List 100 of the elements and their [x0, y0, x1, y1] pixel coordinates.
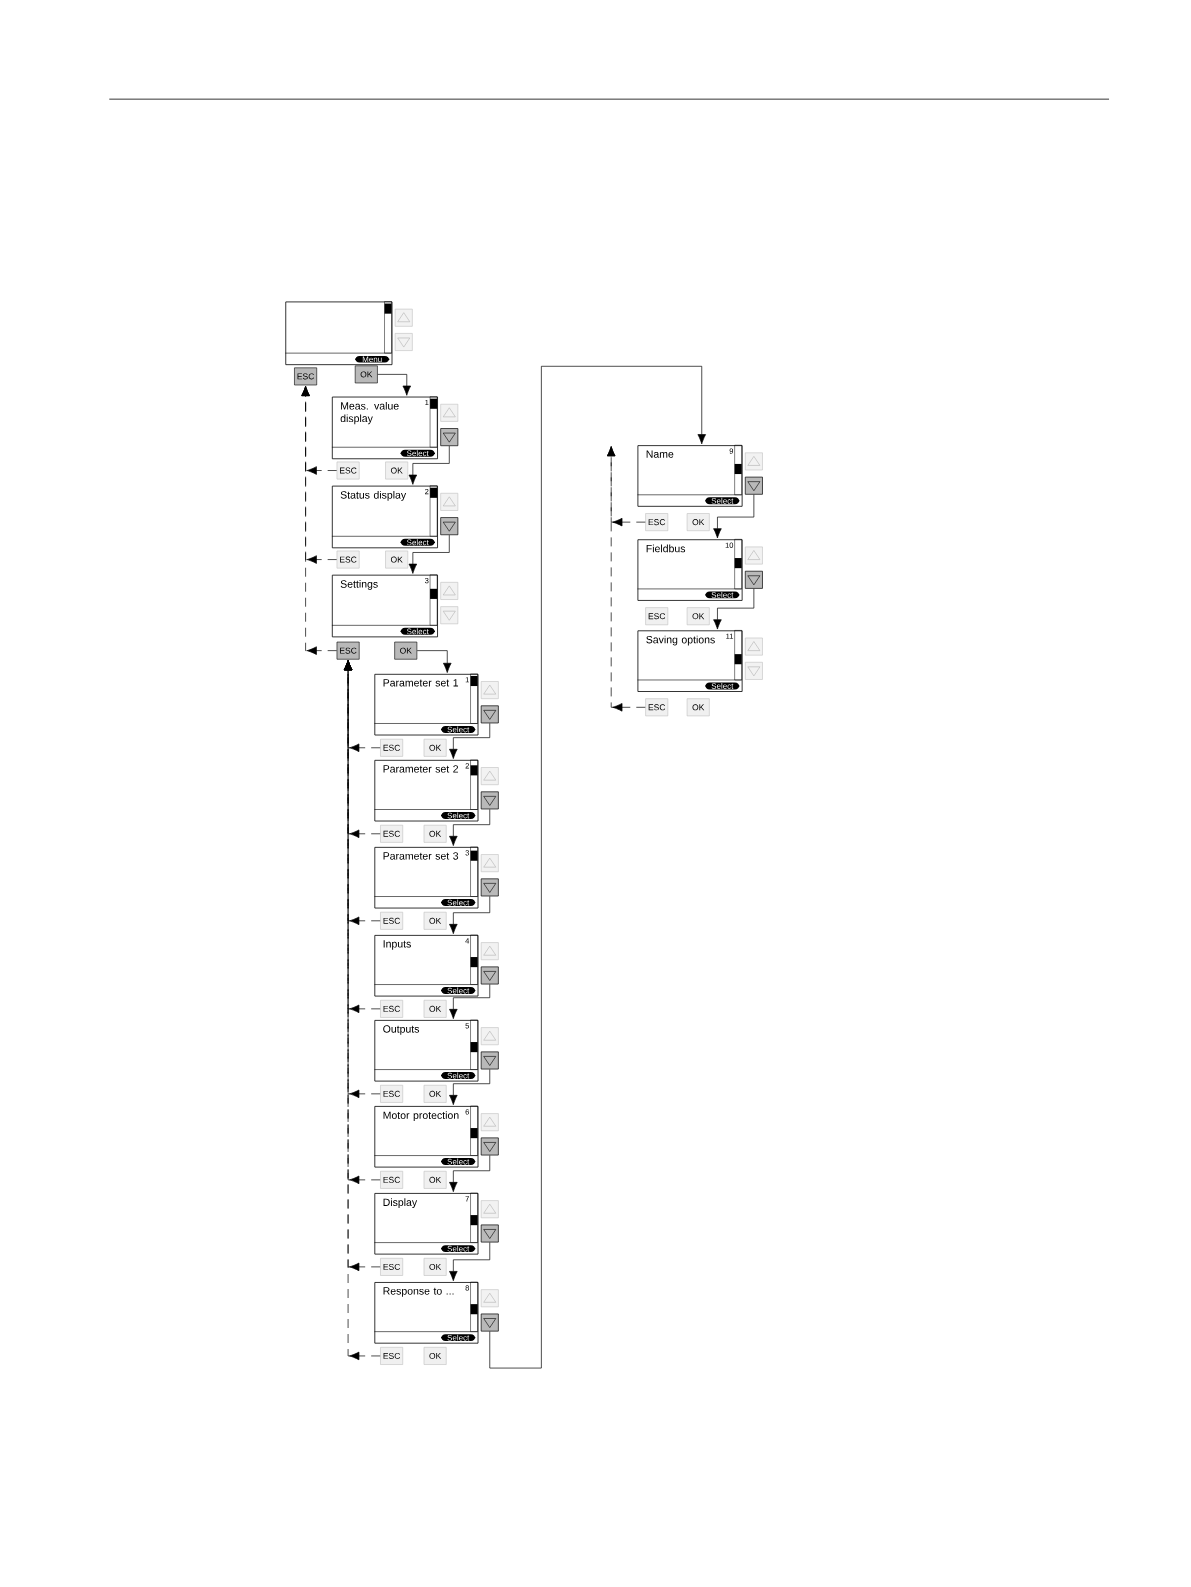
- arrow: [606, 446, 646, 712]
- key-button: OK: [686, 513, 710, 532]
- screen-title: Parameter set 3: [383, 852, 459, 860]
- key-button: ESC: [336, 461, 360, 480]
- key-button: OK: [385, 461, 409, 480]
- key-button: OK: [686, 698, 710, 717]
- display-screen: [637, 630, 743, 692]
- key-button: OK: [423, 1170, 447, 1189]
- key-button: ESC: [380, 911, 404, 930]
- arrow: [489, 365, 706, 1369]
- arrow: [416, 650, 452, 673]
- screen-title: Settings: [340, 580, 378, 590]
- key-button: OK: [394, 641, 418, 660]
- screen-title: Outputs: [383, 1025, 420, 1035]
- key-button: OK: [354, 365, 378, 384]
- select-button: Select: [400, 627, 435, 635]
- select-button: Select: [441, 1245, 476, 1252]
- key-button: ESC: [380, 1347, 404, 1365]
- key-button: OK: [385, 550, 409, 569]
- key-button: ESC: [645, 607, 669, 626]
- screen-title: Fieldbus: [646, 544, 686, 553]
- arrow: [449, 984, 491, 1019]
- down-button: [480, 1137, 499, 1156]
- select-button: Select: [400, 538, 435, 546]
- display-screen: [637, 539, 743, 601]
- down-button: [440, 428, 459, 447]
- key-button: ESC: [645, 513, 669, 532]
- select-button: Select: [441, 987, 476, 994]
- arrow: [449, 1242, 491, 1282]
- down-button: [744, 476, 763, 495]
- key-button: OK: [423, 738, 447, 757]
- arrow: [449, 1155, 491, 1193]
- select-button: Select: [441, 1158, 476, 1165]
- select-button: Select: [705, 591, 740, 599]
- screen-title: Motor protection: [383, 1111, 459, 1122]
- arrow: [449, 809, 491, 846]
- select-button: Select: [441, 726, 476, 733]
- select-button: Select: [705, 682, 740, 690]
- down-button: [480, 1224, 499, 1243]
- key-button: ESC: [336, 550, 360, 569]
- display-screen: [374, 846, 479, 909]
- down-button: [744, 570, 763, 589]
- down-button: [480, 791, 499, 810]
- select-button: Select: [705, 497, 740, 505]
- key-button: OK: [423, 911, 447, 930]
- down-button: [480, 705, 499, 724]
- key-button: OK: [423, 1347, 447, 1365]
- arrow: [301, 386, 337, 655]
- arrow: [377, 374, 411, 396]
- display-screen: [374, 934, 479, 997]
- screen-title: Saving options: [646, 635, 715, 646]
- screen-title: Response to ...: [383, 1287, 454, 1297]
- display-screen: [374, 1019, 479, 1082]
- screen-title: Meas. value display: [340, 401, 399, 425]
- key-button: OK: [686, 607, 710, 626]
- key-button: ESC: [380, 1258, 404, 1276]
- down-button: [480, 966, 499, 985]
- select-button: Select: [441, 1334, 476, 1342]
- key-button: ESC: [380, 1084, 404, 1103]
- arrow: [713, 588, 755, 630]
- arrow: [449, 1069, 491, 1105]
- display-screen: [374, 1192, 479, 1255]
- key-button: ESC: [380, 738, 404, 757]
- select-button: Select: [441, 812, 476, 819]
- arrow: [449, 723, 491, 759]
- key-button: ESC: [380, 999, 404, 1018]
- display-screen: [331, 485, 438, 549]
- display-screen: [374, 1281, 479, 1344]
- key-button: ESC: [645, 698, 669, 717]
- display-screen: [374, 759, 479, 822]
- arrow: [408, 534, 450, 574]
- screen-title: Parameter set 1: [383, 679, 459, 687]
- select-button: Menu: [355, 355, 390, 363]
- down-button: [440, 517, 459, 536]
- key-button: ESC: [380, 824, 404, 843]
- display-screen: [374, 673, 479, 736]
- screen-title: Display: [383, 1198, 418, 1209]
- arrow: [449, 896, 491, 934]
- down-button: [480, 1313, 499, 1332]
- screen-title: Inputs: [383, 940, 411, 950]
- display-screen: [374, 1105, 479, 1168]
- display-screen: [331, 574, 438, 638]
- arrow: [713, 494, 755, 539]
- key-button: OK: [423, 824, 447, 843]
- down-button: [480, 878, 499, 897]
- select-button: Select: [441, 1072, 476, 1079]
- display-screen: [285, 301, 393, 366]
- display-screen: [637, 444, 743, 507]
- key-button: OK: [423, 1084, 447, 1103]
- screen-title: Parameter set 2: [383, 765, 458, 773]
- key-button: ESC: [294, 367, 318, 386]
- display-screen: [331, 396, 438, 460]
- screen-title: Status display: [340, 490, 407, 501]
- arrow: [408, 445, 450, 485]
- screen-title: Name: [646, 450, 674, 458]
- select-button: Select: [441, 899, 476, 906]
- key-button: OK: [423, 999, 447, 1018]
- down-button: [480, 1051, 499, 1070]
- key-button: ESC: [336, 641, 360, 660]
- key-button: ESC: [380, 1170, 404, 1189]
